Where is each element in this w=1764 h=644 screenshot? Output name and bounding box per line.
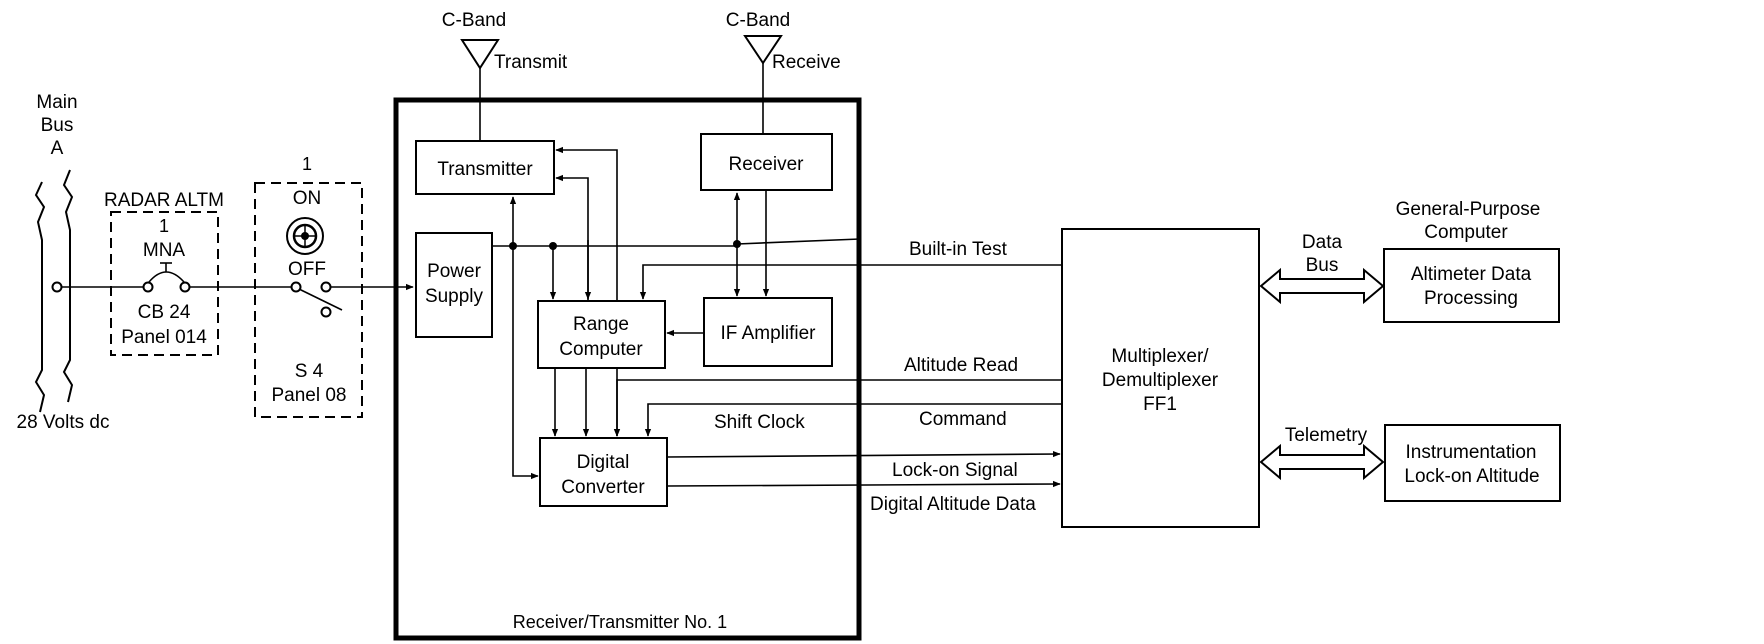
telemetry-label: Telemetry <box>1285 425 1368 446</box>
switch-off-label: OFF <box>288 259 326 280</box>
command-label: Command <box>919 409 1007 430</box>
breaker-terminal-left <box>142 281 154 293</box>
multiplexer-demultiplexer: Multiplexer/ Demultiplexer FF1 <box>1061 228 1260 528</box>
voltage-label: 28 Volts dc <box>17 412 110 433</box>
breaker-dashed-box <box>110 211 219 356</box>
transmit-antenna-icon <box>460 39 500 70</box>
digital-altitude-data-label: Digital Altitude Data <box>870 494 1036 515</box>
power-supply-label-2: Supply <box>425 286 484 307</box>
breaker-terminal-right <box>179 281 191 293</box>
mux-label-2: Demultiplexer <box>1102 370 1219 391</box>
general-purpose-computer: General-Purpose Computer Altimeter Data … <box>1383 199 1560 323</box>
built-in-test-label: Built-in Test <box>909 239 1008 260</box>
transmit-antenna: C-Band Transmit <box>442 10 568 73</box>
telemetry-arrow: Telemetry <box>1259 425 1385 481</box>
data-bus-label-2: Bus <box>1306 255 1339 276</box>
power-distribution-line-right <box>736 238 861 245</box>
power-to-digital-converter <box>512 246 539 480</box>
toggle-switch-icon <box>286 217 324 255</box>
power-supply-label-1: Power <box>427 261 482 282</box>
instrumentation-box: Instrumentation Lock-on Altitude <box>1384 424 1561 502</box>
switch-blade <box>298 288 343 311</box>
breaker-title: RADAR ALTM <box>104 190 224 211</box>
data-bus-label-1: Data <box>1302 232 1343 253</box>
main-bus-a: Main Bus A 28 Volts dc <box>17 92 110 433</box>
shift-clock-line <box>644 403 1062 437</box>
receiver-transmitter-unit <box>393 97 862 641</box>
breaker-name: MNA <box>143 240 186 261</box>
switch-terminal-left <box>290 281 302 293</box>
lock-on-signal-label: Lock-on Signal <box>892 460 1018 481</box>
circuit-breaker-cb24: RADAR ALTM 1 MNA CB 24 Panel 014 <box>104 190 224 356</box>
breaker-id: CB 24 <box>138 302 191 323</box>
range-computer-label-1: Range <box>573 314 629 335</box>
instrumentation-label-1: Instrumentation <box>1406 442 1537 463</box>
mux-label-3: FF1 <box>1143 394 1177 415</box>
receive-antenna: C-Band Receive <box>726 10 841 73</box>
switch-terminal-lower <box>320 306 332 318</box>
bus-label-line3: A <box>51 138 64 159</box>
mux-label-1: Multiplexer/ <box>1111 346 1209 367</box>
gpc-box-label-1: Altimeter Data <box>1411 264 1532 285</box>
switch-number: 1 <box>302 154 312 174</box>
digital-converter-block: Digital Converter <box>539 437 668 507</box>
altimeter-data-processing-box <box>1383 248 1560 323</box>
signal-lines: Built-in Test Altitude Read Shift Clock … <box>613 239 1062 515</box>
range-computer-to-transmitter-2 <box>555 174 589 301</box>
gpc-title-2: Computer <box>1424 222 1508 243</box>
receiver-label: Receiver <box>729 154 805 175</box>
built-in-test-line <box>639 264 1062 300</box>
switch-panel: Panel 08 <box>271 385 346 406</box>
range-computer-to-transmitter-1 <box>555 146 618 301</box>
altitude-read-label: Altitude Read <box>904 355 1018 376</box>
digital-converter-label-1: Digital <box>577 452 630 473</box>
bus-bar-right-edge <box>62 169 74 403</box>
breaker-number: 1 <box>159 216 169 236</box>
transmitter-label: Transmitter <box>437 159 533 180</box>
transmit-band-label: C-Band <box>442 10 506 31</box>
instrumentation-label-2: Lock-on Altitude <box>1404 466 1539 487</box>
digital-altitude-data-line <box>666 480 1061 488</box>
bus-label-line1: Main <box>36 92 77 113</box>
range-computer-block: Range Computer <box>537 300 666 369</box>
switch-dashed-box <box>254 182 363 418</box>
digital-converter-label-2: Converter <box>561 477 645 498</box>
bus-label-line2: Bus <box>41 115 74 136</box>
receive-band-label: C-Band <box>726 10 790 31</box>
receive-antenna-icon <box>743 35 783 65</box>
altitude-read-line <box>613 379 1062 437</box>
switch-id: S 4 <box>295 361 324 382</box>
rt-unit-title: Receiver/Transmitter No. 1 <box>513 612 727 632</box>
lock-on-signal-line <box>666 450 1061 458</box>
gpc-box-label-2: Processing <box>1424 288 1518 309</box>
bus-terminal <box>51 281 63 293</box>
shift-clock-label: Shift Clock <box>714 412 805 433</box>
transmit-label: Transmit <box>494 52 568 73</box>
breaker-arc <box>148 271 185 283</box>
breaker-panel: Panel 014 <box>121 327 207 348</box>
bus-bar-left-edge <box>34 181 46 413</box>
data-bus-arrow: Data Bus <box>1259 232 1385 305</box>
receiver-block: Receiver <box>700 133 833 191</box>
switch-on-label: ON <box>293 188 322 209</box>
switch-terminal-right <box>320 281 332 293</box>
switch-s4: 1 ON OFF S 4 Panel 08 <box>254 154 363 418</box>
if-amplifier-block: IF Amplifier <box>703 297 833 367</box>
if-amplifier-label: IF Amplifier <box>720 323 816 344</box>
receive-label: Receive <box>772 52 841 73</box>
gpc-title-1: General-Purpose <box>1396 199 1541 220</box>
range-computer-label-2: Computer <box>559 339 643 360</box>
transmitter-block: Transmitter <box>415 140 555 195</box>
power-supply-block: Power Supply <box>415 232 493 338</box>
